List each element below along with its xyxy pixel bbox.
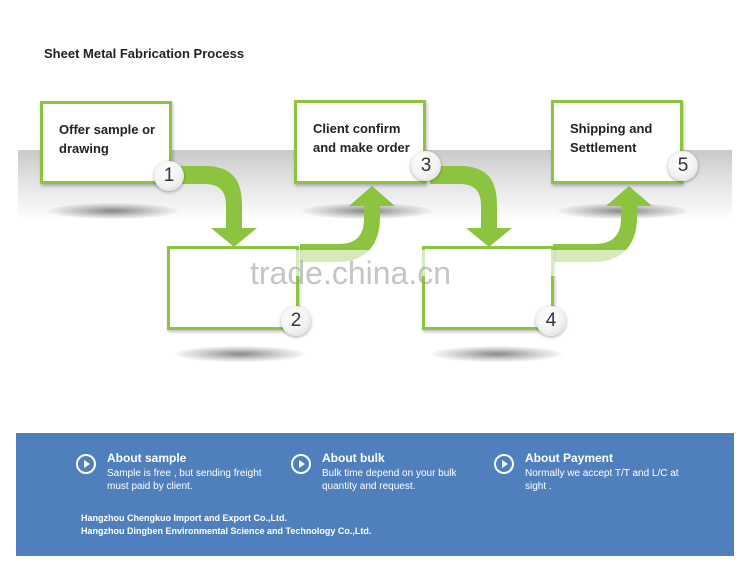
play-icon: [291, 454, 311, 474]
box-shadow: [432, 346, 562, 362]
step-label: Client confirm and make order: [313, 121, 410, 155]
play-icon: [494, 454, 514, 474]
info-text: Sample is free , but sending freight mus…: [107, 468, 262, 492]
step-box-3: Client confirm and make order: [294, 100, 426, 184]
watermark: trade.china.cn: [250, 255, 452, 291]
step-number-badge: 2: [281, 306, 311, 336]
company-name: Hangzhou Chengkuo Import and Export Co.,…: [81, 513, 287, 523]
step-number-badge: 4: [536, 306, 566, 336]
step-label: Shipping and Settlement: [570, 121, 653, 155]
step-number-badge: 1: [154, 161, 184, 191]
box-shadow: [175, 346, 305, 362]
info-title: About sample: [107, 451, 187, 465]
company-name: Hangzhou Dingben Environmental Science a…: [81, 526, 372, 536]
step-box-1: Offer sample or drawing: [40, 101, 172, 184]
step-number-badge: 5: [668, 151, 698, 181]
watermark-strip: [170, 250, 630, 276]
info-title: About Payment: [525, 451, 614, 465]
arrow-down-icon: [430, 166, 512, 247]
play-icon: [76, 454, 96, 474]
step-label: Offer sample or drawing: [59, 122, 156, 156]
info-footer: About sample Sample is free , but sendin…: [16, 433, 734, 556]
step-box-5: Shipping and Settlement: [551, 100, 683, 184]
arrow-up-icon: [553, 186, 652, 262]
diagram-title: Sheet Metal Fabrication Process: [44, 46, 245, 61]
arrow-up-icon: [300, 186, 395, 262]
info-text: Bulk time depend on your bulk quantity a…: [322, 468, 457, 492]
info-title: About bulk: [322, 451, 385, 465]
info-text: Normally we accept T/T and L/C at sight …: [525, 468, 679, 492]
box-shadow: [48, 203, 178, 219]
step-number-badge: 3: [411, 151, 441, 181]
arrow-down-icon: [176, 166, 257, 247]
